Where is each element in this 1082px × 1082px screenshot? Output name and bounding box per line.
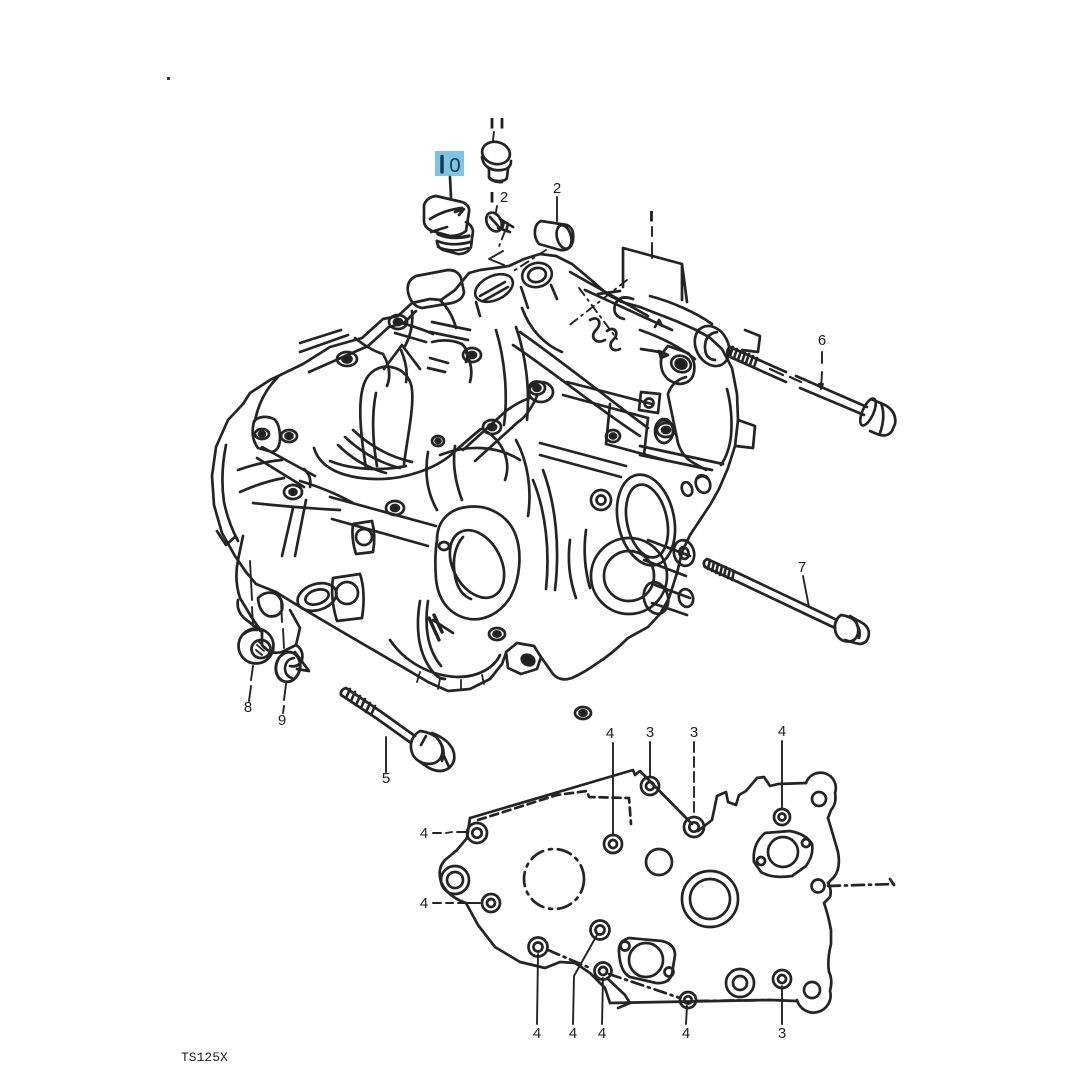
svg-text:0: 0 [449, 154, 460, 177]
svg-text:4: 4 [420, 895, 428, 912]
svg-text:9: 9 [278, 712, 286, 729]
svg-text:7: 7 [798, 559, 806, 576]
svg-text:2: 2 [500, 189, 508, 206]
svg-text:4: 4 [569, 1025, 577, 1042]
svg-text:2: 2 [553, 180, 561, 197]
svg-text:4: 4 [606, 725, 614, 742]
svg-text:4: 4 [533, 1025, 541, 1042]
svg-text:TS125X: TS125X [181, 1050, 228, 1065]
svg-text:6: 6 [818, 332, 826, 349]
svg-text:4: 4 [682, 1025, 690, 1042]
svg-text:4: 4 [420, 825, 428, 842]
svg-text:3: 3 [646, 724, 654, 741]
svg-text:5: 5 [382, 770, 390, 787]
svg-text:4: 4 [778, 723, 786, 740]
svg-text:4: 4 [598, 1025, 606, 1042]
svg-text:8: 8 [244, 699, 252, 716]
svg-text:3: 3 [778, 1025, 786, 1042]
svg-text:3: 3 [690, 724, 698, 741]
